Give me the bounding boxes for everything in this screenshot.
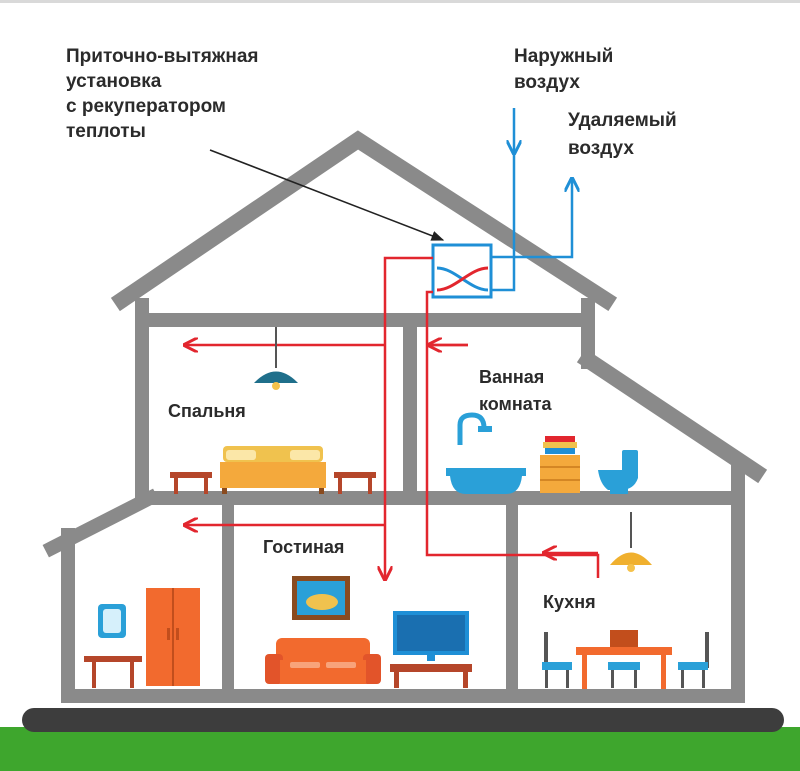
- living-room-furniture: [265, 576, 472, 688]
- toilet: [598, 450, 638, 494]
- unit-label-line-1: Приточно-вытяжная: [66, 46, 258, 67]
- bathroom-label-line-2: комната: [479, 394, 553, 414]
- bedroom-furniture: [170, 327, 376, 494]
- top-border: [0, 0, 800, 3]
- unit-label-line-3: с рекуператором: [66, 96, 226, 117]
- cabinet-with-towels: [540, 436, 580, 493]
- nightstand-right: [334, 472, 376, 494]
- chair-middle: [608, 662, 640, 688]
- outdoor-air-label: Наружный воздух: [514, 46, 613, 93]
- wall-picture: [292, 576, 350, 620]
- supply-air-lines: [186, 256, 600, 578]
- bathtub: [446, 412, 526, 494]
- left-room-furniture: [84, 588, 200, 688]
- sofa: [265, 638, 381, 684]
- unit-label: Приточно-вытяжная установка с рекуперато…: [66, 46, 258, 142]
- bathroom-label-line-1: Ванная: [479, 367, 544, 387]
- foundation: [22, 708, 784, 732]
- mirror: [98, 604, 126, 638]
- bed: [220, 446, 326, 494]
- unit-label-line-2: установка: [66, 71, 162, 92]
- exhaust-air-label-line-2: воздух: [568, 138, 634, 159]
- kitchen-furniture: [542, 512, 709, 689]
- heat-recovery-unit: [431, 243, 493, 299]
- exhaust-air-arrow: [491, 180, 572, 259]
- outdoor-air-label-line-2: воздух: [514, 72, 580, 93]
- nightstand-left: [170, 472, 212, 494]
- exhaust-air-label-line-1: Удаляемый: [568, 110, 677, 131]
- ceiling-lamp-bedroom: [254, 327, 298, 390]
- outdoor-air-label-line-1: Наружный: [514, 46, 613, 67]
- tv: [393, 611, 469, 661]
- chair-left: [542, 632, 572, 688]
- outdoor-air-lines: [491, 108, 572, 292]
- bedroom-label: Спальня: [168, 401, 246, 421]
- dining-table: [576, 630, 672, 689]
- house-structure: [42, 130, 768, 703]
- kitchen-label: Кухня: [543, 592, 596, 612]
- ceiling-lamp-kitchen: [610, 512, 652, 572]
- bathroom-label: Ванная комната: [479, 367, 553, 414]
- living-room-label: Гостиная: [263, 537, 344, 557]
- wardrobe: [146, 588, 200, 686]
- unit-label-line-4: теплоты: [66, 121, 146, 142]
- console-table: [84, 656, 142, 688]
- ground: [0, 727, 800, 771]
- chair-right: [678, 632, 709, 688]
- unit-pointer-arrow: [209, 149, 445, 241]
- tv-stand: [390, 664, 472, 688]
- bathroom-furniture: [446, 412, 638, 494]
- exhaust-air-label: Удаляемый воздух: [568, 110, 677, 159]
